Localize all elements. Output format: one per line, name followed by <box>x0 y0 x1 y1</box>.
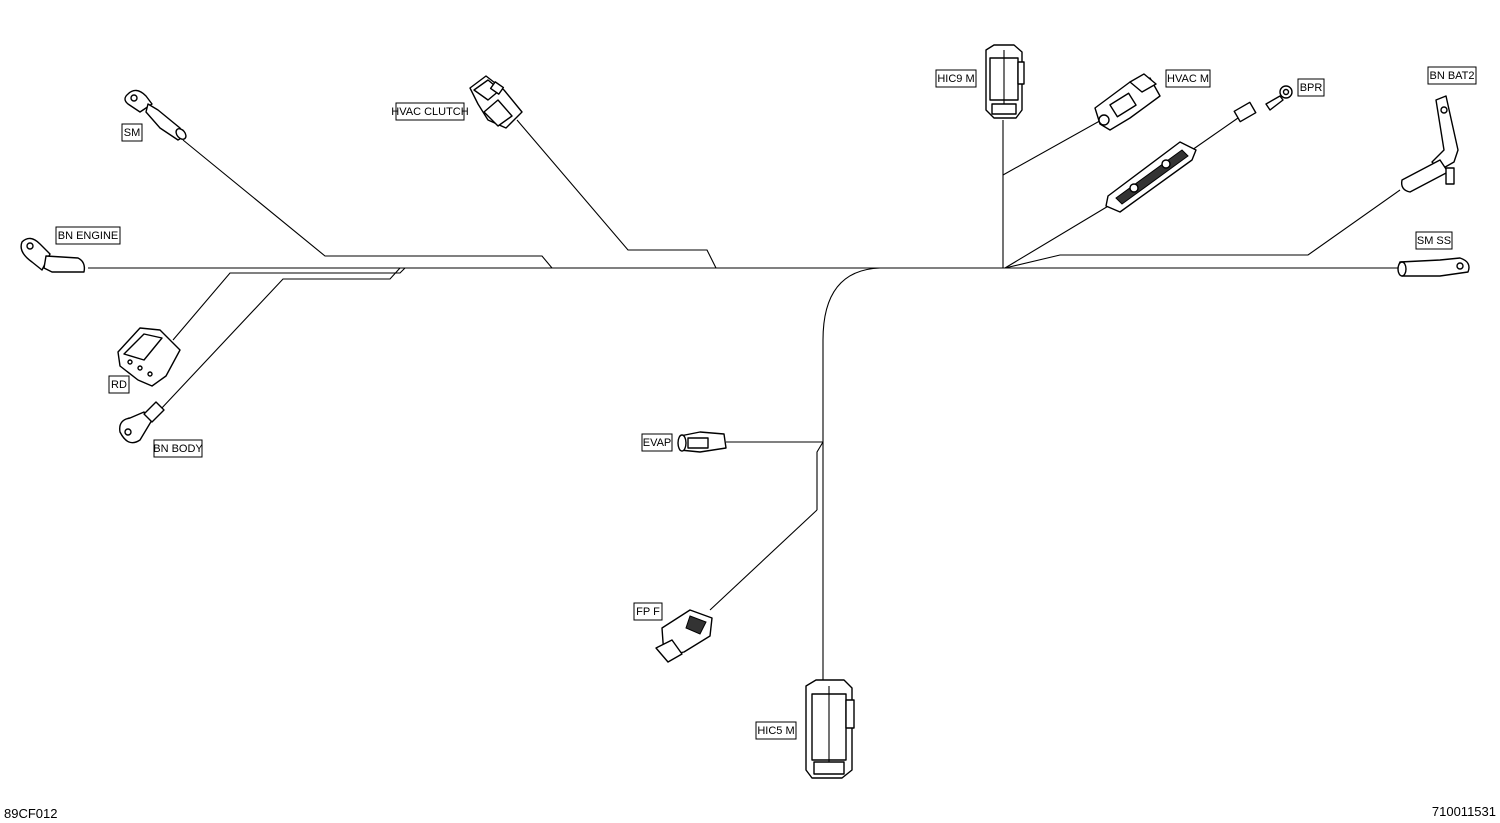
harness-wires <box>88 117 1401 680</box>
rd-connector <box>117 327 181 387</box>
svg-text:HVAC CLUTCH: HVAC CLUTCH <box>391 106 468 118</box>
label-rd: RD <box>108 375 130 394</box>
svg-text:HIC5 M: HIC5 M <box>757 725 794 737</box>
sm-ring-terminal <box>124 89 187 141</box>
hvac-m-connector <box>1094 73 1161 131</box>
svg-text:SM: SM <box>124 127 141 139</box>
fp-f-connector <box>655 609 713 663</box>
hvac-clutch-connector <box>469 75 523 129</box>
evap-connector <box>677 431 727 453</box>
label-bpr: BPR <box>1297 78 1325 97</box>
svg-text:EVAP: EVAP <box>643 437 672 449</box>
label-hvac-m: HVAC M <box>1165 69 1211 88</box>
label-bn-engine: BN ENGINE <box>55 226 121 245</box>
bpr-ring-terminal <box>1233 85 1293 123</box>
svg-text:BPR: BPR <box>1300 82 1323 94</box>
bn-engine-ring-terminal <box>20 237 86 273</box>
svg-text:BN BAT2: BN BAT2 <box>1429 70 1474 82</box>
hic9-m-connector <box>985 44 1025 119</box>
label-sm: SM <box>121 123 143 142</box>
label-hic5-m: HIC5 M <box>755 721 797 740</box>
hic5-m-connector <box>805 679 855 779</box>
label-fp-f: FP F <box>633 602 663 621</box>
figure-code-left: 89CF012 <box>4 806 58 821</box>
svg-text:RD: RD <box>111 379 127 391</box>
label-hvac-clutch: HVAC CLUTCH <box>391 102 469 121</box>
label-sm-ss: SM SS <box>1415 231 1453 250</box>
bn-body-ring-terminal <box>119 401 165 444</box>
label-evap: EVAP <box>641 433 673 452</box>
sm-ss-ring-terminal <box>1397 257 1470 277</box>
svg-text:HVAC M: HVAC M <box>1167 73 1209 85</box>
svg-text:HIC9 M: HIC9 M <box>937 73 974 85</box>
svg-text:BN BODY: BN BODY <box>153 443 203 455</box>
figure-code-right: 710011531 <box>1431 804 1496 819</box>
label-bn-bat2: BN BAT2 <box>1427 66 1477 85</box>
svg-text:BN ENGINE: BN ENGINE <box>58 230 119 242</box>
bn-bat2-terminal <box>1400 95 1459 193</box>
svg-text:SM SS: SM SS <box>1417 235 1451 247</box>
svg-text:FP F: FP F <box>636 606 660 618</box>
label-hic9-m: HIC9 M <box>935 69 977 88</box>
inline-fuse-holder <box>1105 141 1197 213</box>
label-bn-body: BN BODY <box>153 439 203 458</box>
